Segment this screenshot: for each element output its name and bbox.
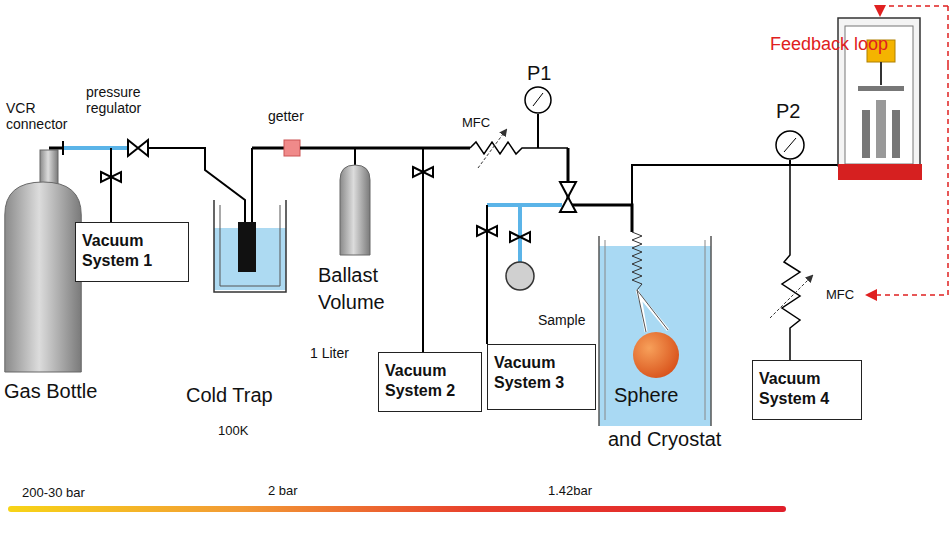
box-title: Vacuum System 3: [494, 353, 589, 393]
part-label: Ballast Volume: [318, 262, 404, 316]
callout-label: Feedback loop: [770, 34, 888, 55]
box-title: Vacuum System 1: [82, 231, 182, 271]
pressure-label: 200-30 bar: [22, 486, 85, 501]
cold-trap: [214, 148, 286, 292]
box-title: Vacuum System 4: [759, 369, 855, 409]
sample-cell: [506, 262, 534, 290]
pressure-label: 1.42bar: [548, 484, 592, 499]
mfc-symbol: [782, 165, 800, 360]
mfc-arrow: [478, 130, 506, 168]
pipe: [422, 148, 424, 352]
pipe: [354, 148, 356, 165]
pipe: [64, 146, 128, 150]
pipe: [486, 205, 488, 344]
pipe: [537, 114, 539, 148]
volume-label: 1 Liter: [310, 345, 349, 361]
vacuum-system-box: Vacuum System 2: [378, 352, 482, 412]
mfc-label: MFC: [826, 288, 854, 303]
pressure-label: 2 bar: [268, 484, 298, 499]
part-label: VCR connector: [6, 100, 78, 132]
regulator-symbol: [128, 140, 148, 156]
pipe: [632, 165, 838, 205]
mfc-symbol: [470, 142, 568, 154]
vacuum-system-box: Vacuum System 1: [75, 222, 189, 282]
valve: [560, 182, 576, 212]
gas-bottle: [5, 150, 81, 372]
sample-sphere: [632, 232, 679, 378]
pipe: [518, 205, 522, 262]
valve: [510, 232, 530, 242]
getter-symbol: [284, 140, 300, 156]
pipe: [49, 147, 63, 150]
valve: [477, 226, 497, 236]
pipe: [300, 147, 470, 150]
part-label: Cold Trap: [186, 384, 273, 407]
feedback-line: [868, 65, 948, 295]
part-label: Sphere: [614, 384, 679, 407]
mfc-arrow: [770, 276, 812, 318]
pressure-gauge: [525, 87, 551, 113]
temperature-label: 100K: [218, 424, 248, 439]
part-label: getter: [268, 108, 304, 124]
pipe: [252, 147, 284, 150]
pressure-gauge: [776, 131, 804, 159]
pressure-bar: [8, 506, 786, 512]
part-label: pressure regulator: [86, 84, 166, 116]
box-title: Vacuum System 2: [385, 361, 475, 401]
ballast-volume: [340, 165, 370, 255]
part-label: and Cryostat: [608, 428, 721, 451]
valve: [413, 167, 433, 177]
gauge-needle: [533, 93, 543, 106]
pipe: [110, 148, 112, 222]
cryostat: [599, 236, 711, 426]
pipe: [568, 148, 632, 232]
pipe: [487, 203, 562, 207]
part-label: Sample: [538, 312, 585, 328]
part-label: Gas Bottle: [4, 380, 97, 403]
feedback-line: [880, 6, 948, 14]
gauge-label: P1: [527, 62, 551, 85]
vacuum-system-box: Vacuum System 3: [487, 344, 596, 410]
vcr-connector: [62, 141, 64, 155]
valve: [101, 172, 121, 182]
vacuum-system-box: Vacuum System 4: [752, 360, 862, 420]
gauge-label: P2: [776, 100, 800, 123]
mfc-label: MFC: [462, 116, 490, 131]
gauge-needle: [784, 138, 796, 152]
